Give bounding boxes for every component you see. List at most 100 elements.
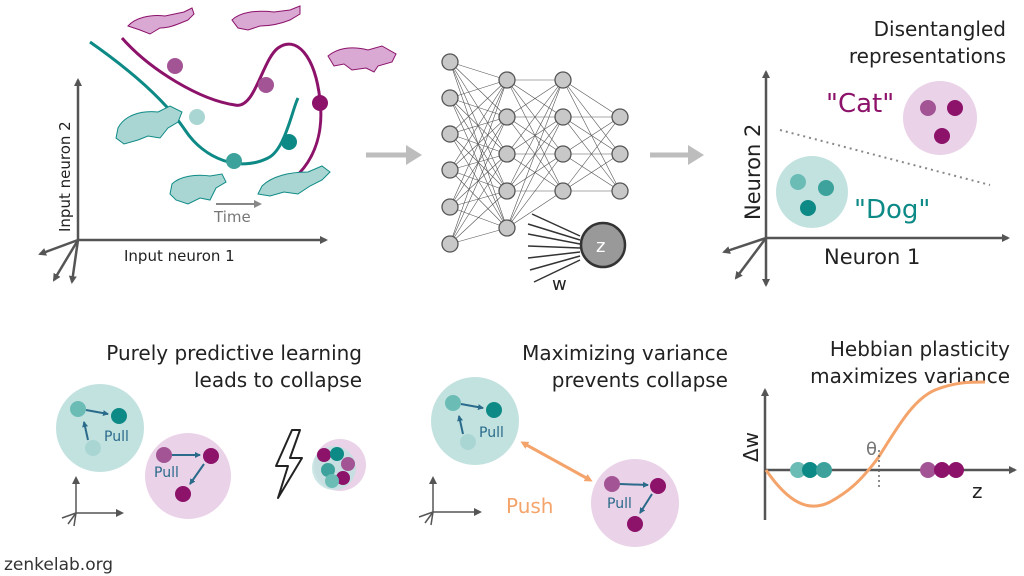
network-connection bbox=[449, 97, 508, 155]
threshold-label: θ bbox=[866, 439, 877, 460]
input-x-axis-label: Input neuron 1 bbox=[124, 247, 235, 265]
cat-point bbox=[312, 95, 328, 111]
pull-arrow bbox=[82, 421, 89, 441]
predictive-title-line1: Purely predictive learning bbox=[106, 341, 362, 365]
network-connection bbox=[449, 61, 508, 155]
network-connection bbox=[506, 79, 564, 118]
network-node bbox=[498, 145, 516, 163]
small-axes bbox=[418, 476, 482, 526]
delta-w-axis-label: Δw bbox=[739, 432, 763, 462]
collapsed-point bbox=[321, 463, 335, 477]
cat-point bbox=[258, 77, 274, 93]
network-node bbox=[441, 125, 459, 143]
flow-arrow-2-head bbox=[688, 145, 704, 165]
dog-cluster bbox=[776, 156, 848, 228]
predictive-panel: Purely predictive learning leads to coll… bbox=[56, 341, 366, 527]
cat-point bbox=[920, 100, 936, 116]
hebbian-panel: Hebbian plasticity maximizes variance Δw… bbox=[739, 337, 1017, 520]
dog-silhouette-icon bbox=[115, 105, 183, 145]
dog-point bbox=[189, 109, 205, 125]
network-connection bbox=[449, 97, 508, 192]
network-node bbox=[441, 198, 459, 216]
network-node bbox=[498, 219, 516, 237]
pull-label: Pull bbox=[607, 496, 632, 512]
hebbian-title-line2: maximizes variance bbox=[810, 364, 1010, 388]
network-node bbox=[441, 161, 459, 179]
input-axes bbox=[38, 78, 328, 284]
network-node bbox=[611, 145, 629, 163]
dog-point bbox=[790, 174, 806, 190]
time-label: Time bbox=[213, 208, 251, 226]
cat-point bbox=[175, 486, 191, 502]
dog-point bbox=[790, 462, 806, 478]
cat-point bbox=[167, 58, 183, 74]
collapsed-point bbox=[325, 474, 339, 488]
network-node bbox=[554, 71, 572, 89]
small-axes bbox=[61, 476, 124, 527]
collapsed-point bbox=[341, 457, 355, 471]
network-connection bbox=[506, 79, 564, 229]
cat-point bbox=[934, 462, 950, 478]
network-node bbox=[441, 235, 459, 253]
dog-silhouette-icon bbox=[169, 173, 227, 205]
network-connection bbox=[449, 97, 508, 118]
network-connection bbox=[506, 116, 564, 229]
representation-axes bbox=[722, 70, 1010, 287]
credit-link[interactable]: zenkelab.org bbox=[4, 555, 113, 575]
pull-arrow bbox=[460, 403, 484, 411]
cat-label: "Cat" bbox=[826, 89, 894, 119]
network-node bbox=[498, 182, 516, 200]
dog-point bbox=[800, 200, 816, 216]
neural-network: z w bbox=[441, 53, 629, 295]
pull-arrow bbox=[639, 493, 653, 514]
network-connection bbox=[562, 79, 621, 118]
dog-point bbox=[802, 462, 818, 478]
cat-point bbox=[650, 478, 666, 494]
network-connections bbox=[449, 61, 621, 245]
pull-label: Pull bbox=[154, 465, 179, 481]
network-node bbox=[441, 53, 459, 71]
network-connection bbox=[449, 79, 508, 245]
pull-arrow bbox=[189, 463, 205, 485]
input-y-axis-label: Input neuron 2 bbox=[56, 121, 74, 232]
network-connection bbox=[562, 116, 621, 155]
network-node bbox=[441, 89, 459, 107]
dog-point bbox=[818, 180, 834, 196]
network-node bbox=[611, 182, 629, 200]
network-connection bbox=[449, 116, 508, 245]
cat-cluster bbox=[903, 81, 977, 155]
dog-point bbox=[460, 434, 476, 450]
input-space-panel: Input neuron 1 Input neuron 2 bbox=[38, 5, 397, 284]
collapsed-point bbox=[317, 448, 331, 462]
z-axis-label: z bbox=[972, 479, 983, 503]
network-node bbox=[611, 108, 629, 126]
cat-point bbox=[604, 476, 620, 492]
pull-arrow bbox=[85, 409, 109, 417]
dog-point bbox=[486, 402, 502, 418]
dog-point bbox=[70, 401, 86, 417]
cat-silhouette-icon bbox=[127, 7, 195, 35]
network-connection bbox=[449, 61, 508, 118]
representation-title-line2: representations bbox=[849, 44, 1006, 68]
network-node bbox=[554, 182, 572, 200]
output-neuron-inputs bbox=[527, 213, 581, 283]
network-connection bbox=[449, 97, 508, 229]
dog-point bbox=[445, 395, 461, 411]
network-node bbox=[498, 71, 516, 89]
network-nodes bbox=[441, 53, 629, 253]
network-connection bbox=[449, 190, 508, 245]
pull-label: Pull bbox=[479, 425, 504, 441]
network-connection bbox=[562, 116, 621, 192]
dog-point bbox=[111, 408, 127, 424]
network-connection bbox=[449, 227, 508, 245]
pull-arrow bbox=[619, 481, 649, 488]
network-connection bbox=[449, 79, 508, 171]
cat-point bbox=[948, 462, 964, 478]
dog-cluster bbox=[56, 384, 144, 472]
cat-point bbox=[934, 128, 950, 144]
network-connection bbox=[562, 153, 621, 192]
network-connection bbox=[449, 61, 508, 192]
dog-point bbox=[226, 153, 242, 169]
weight-label: w bbox=[552, 274, 567, 295]
collapsed-point bbox=[336, 471, 350, 485]
